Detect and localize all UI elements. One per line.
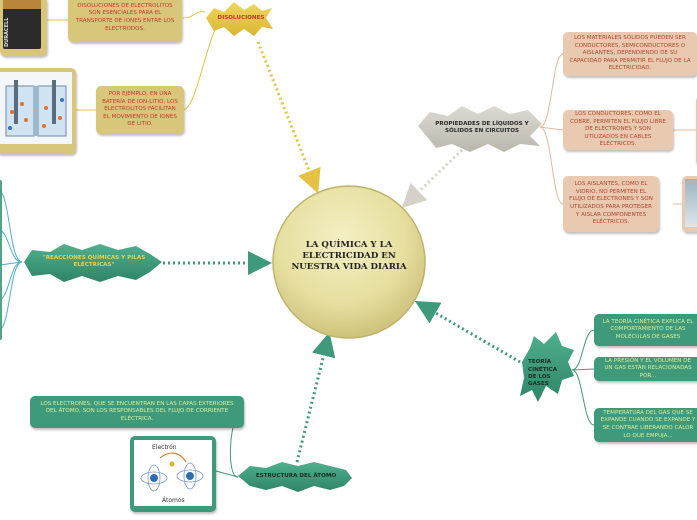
connector-propiedades xyxy=(406,150,462,204)
topic-reacciones-label: "REACCIONES QUÍMICAS Y PILAS ELÉCTRICAS" xyxy=(34,252,154,272)
electrolysis-image-frame xyxy=(0,68,76,154)
atom-electron-label: Electrón xyxy=(152,444,177,451)
topic-propiedades-label: PROPIEDADES DE LÍQUIDOS Y SÓLIDOS EN CIR… xyxy=(432,116,532,140)
insulator-image xyxy=(685,179,697,227)
note-teoria-moleculas[interactable]: LA TEORÍA CINÉTICA EXPLICA EL COMPORTAMI… xyxy=(594,314,697,346)
note-teoria-temperatura[interactable]: TEMPERATURA DEL GAS QUE SE EXPANDE CUAND… xyxy=(594,408,697,442)
insulator-image-frame xyxy=(682,176,697,232)
note-disoluciones-ejemplo[interactable]: POR EJEMPLO, EN UNA BATERÍA DE ION-LITIO… xyxy=(96,86,184,134)
note-disoluciones-electrolitos[interactable]: DISOLUCIONES DE ELECTROLITOS SON ESENCIA… xyxy=(68,0,182,42)
connector-teoria xyxy=(420,304,520,362)
battery-image: DURACELL xyxy=(3,0,41,49)
battery-copper-cap xyxy=(3,0,41,9)
note-electrones[interactable]: LOS ELECTRONES, QUE SE ENCUENTRAN EN LAS… xyxy=(30,396,244,428)
topic-estructura-label: ESTRUCTURA DEL ÁTOMO xyxy=(246,468,346,486)
connector-disoluciones xyxy=(258,42,316,188)
reacciones-cutoff-notes xyxy=(0,180,2,340)
topic-teoria-label: TEORÍA CINÉTICA DE LOS GASES xyxy=(528,354,566,394)
topic-disoluciones-label: DISOLUCIONES xyxy=(212,11,270,27)
teoria-branches xyxy=(572,330,594,425)
atom-image-frame: Electrón Átomos xyxy=(130,436,216,512)
note-materiales-solidos[interactable]: LOS MATERIALES SÓLIDOS PUEDEN SER CONDUC… xyxy=(563,32,697,76)
note-teoria-presion[interactable]: LA PRESIÓN Y EL VOLUMEN DE UN GAS ESTÁN … xyxy=(594,357,697,381)
atom-atoms-label: Átomos xyxy=(162,497,185,504)
connector-estructura xyxy=(297,338,328,462)
battery-image-frame: DURACELL xyxy=(0,0,47,56)
reacciones-branches xyxy=(0,190,22,330)
electrolysis-diagram xyxy=(0,72,72,144)
note-conductores[interactable]: LOS CONDUCTORES, COMO EL COBRE, PERMITEN… xyxy=(563,110,673,150)
atom-diagram: Electrón Átomos xyxy=(134,440,212,506)
central-topic-title: LA QUÍMICA Y LA ELECTRICIDAD EN NUESTRA … xyxy=(285,240,413,274)
battery-brand-text: DURACELL xyxy=(4,11,14,47)
note-aislantes[interactable]: LOS AISLANTES, COMO EL VIDRIO, NO PERMIT… xyxy=(563,176,659,232)
